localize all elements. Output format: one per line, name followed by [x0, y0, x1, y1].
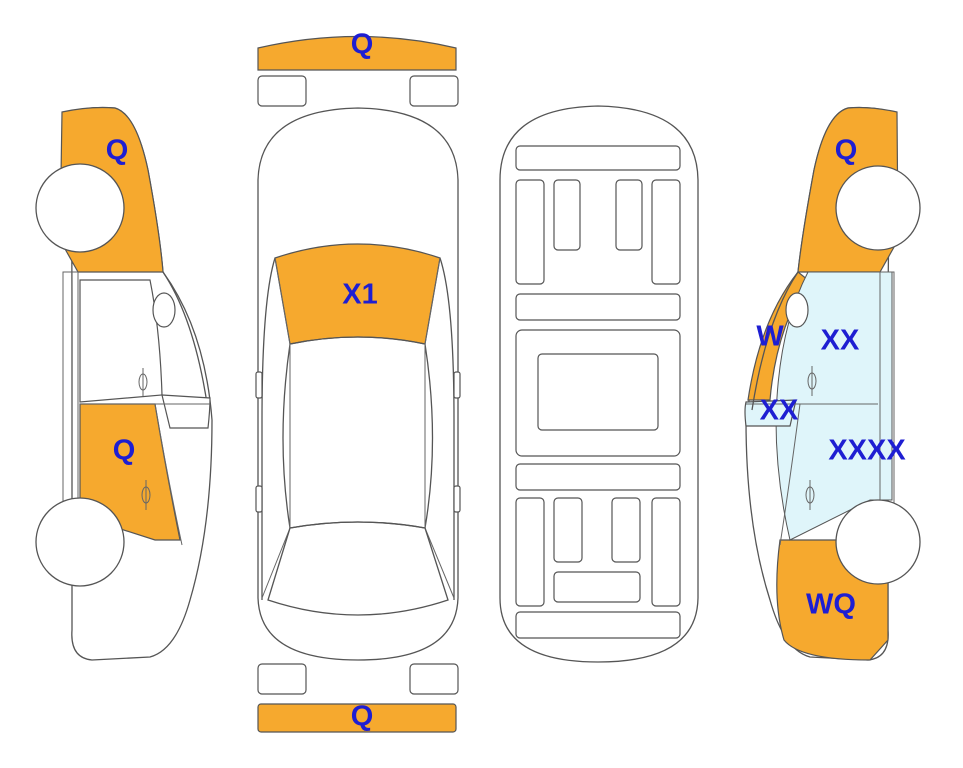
right-glass-area[interactable]	[775, 271, 893, 541]
right-rear-wheel	[835, 499, 921, 585]
right-rear-quarter-code: WQ	[806, 589, 856, 621]
rear-left-light	[257, 663, 307, 695]
left-side-view: Q Q	[35, 106, 213, 661]
under-mid-front-bar	[515, 293, 681, 321]
rear-right-light	[409, 663, 459, 695]
right-rear-door-code: XXXX	[828, 435, 906, 467]
underside-view	[499, 105, 699, 663]
top-right-mirror	[453, 371, 461, 399]
top-right-handle	[453, 485, 461, 513]
left-rear-door-code: Q	[113, 435, 136, 467]
left-windshield-line	[162, 271, 209, 411]
under-rear-right-box	[611, 497, 641, 563]
left-front-wheel	[35, 163, 125, 253]
rear-window-outline	[267, 521, 449, 616]
under-front-crossmember	[515, 145, 681, 171]
top-body-outline	[257, 107, 459, 661]
left-rear-window	[161, 394, 211, 429]
under-center-tank	[537, 353, 659, 431]
left-front-handle	[138, 368, 148, 396]
rear-bumper-code: Q	[351, 701, 374, 733]
left-mirror	[152, 292, 176, 328]
top-left-mirror	[255, 371, 263, 399]
left-rear-handle	[141, 480, 151, 510]
right-rear-window	[744, 399, 797, 427]
top-right-pillar	[439, 257, 455, 600]
front-left-light	[257, 75, 307, 107]
hood-code: X1	[342, 279, 377, 311]
top-view: Q X1 Q	[255, 29, 461, 733]
top-left-pillar	[261, 257, 276, 600]
under-rear-box	[553, 571, 641, 603]
right-front-fender-code: Q	[835, 135, 858, 167]
left-rear-wheel	[35, 497, 125, 587]
right-front-window-code: XX	[821, 325, 860, 357]
under-front-left-box	[553, 179, 581, 251]
under-front-left-rail	[515, 179, 545, 285]
right-front-door-code: XX	[760, 395, 799, 427]
right-door-seam	[779, 403, 801, 546]
top-right-body-line	[424, 257, 455, 599]
left-front-window	[79, 279, 163, 403]
right-mirror	[785, 292, 809, 328]
left-front-fender-code: Q	[106, 135, 129, 167]
top-left-body-line	[261, 257, 291, 599]
front-bumper-panel[interactable]	[257, 35, 457, 71]
right-front-handle	[807, 366, 817, 396]
right-windshield-line	[751, 271, 799, 411]
top-left-handle	[255, 485, 263, 513]
right-front-wheel	[835, 165, 921, 251]
front-right-light	[409, 75, 459, 107]
front-bumper-code: Q	[351, 29, 374, 61]
under-front-right-rail	[651, 179, 681, 285]
under-rear-left-box	[553, 497, 583, 563]
rear-bumper-panel[interactable]	[257, 703, 457, 733]
left-door-seam	[154, 403, 183, 546]
under-rear-left-rail	[515, 497, 545, 607]
under-mid-rear-bar	[515, 463, 681, 491]
right-a-pillar-code: W	[756, 321, 784, 353]
right-side-view: Q W XX XX XXXX WQ	[744, 106, 921, 661]
under-rear-right-rail	[651, 497, 681, 607]
under-front-right-box	[615, 179, 643, 251]
under-rear-crossmember	[515, 611, 681, 639]
right-rear-handle	[805, 480, 815, 510]
